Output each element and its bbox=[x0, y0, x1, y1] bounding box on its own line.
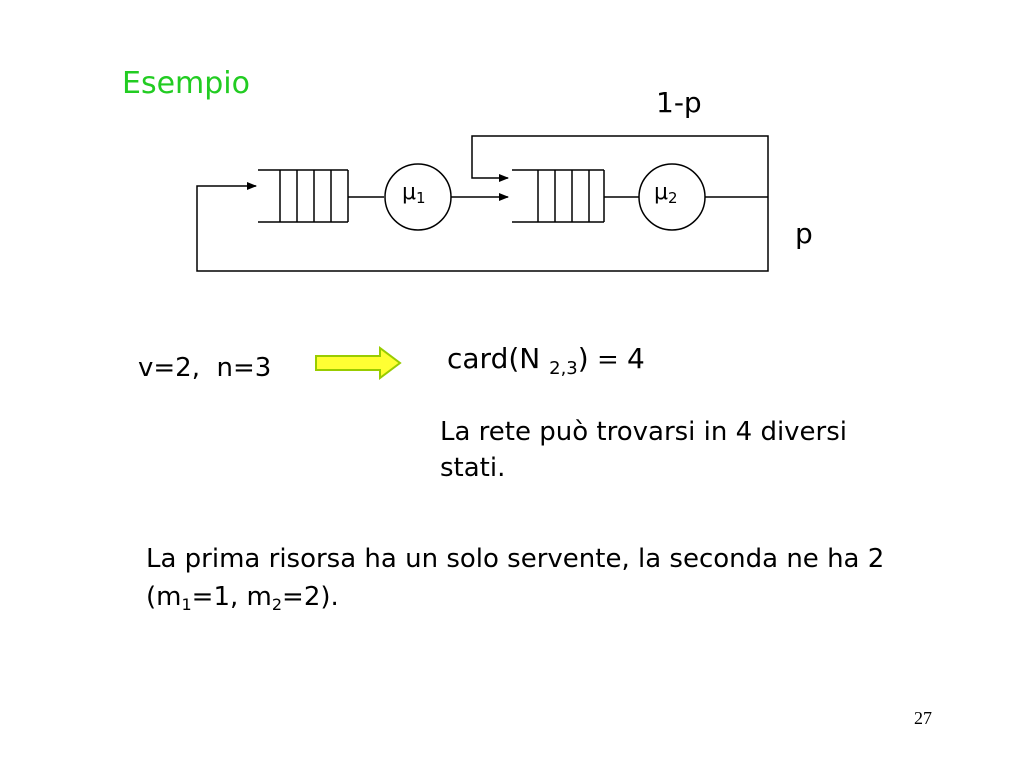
cardinality-formula: card(N 2,3) = 4 bbox=[447, 342, 645, 379]
implies-arrow-icon bbox=[315, 346, 402, 380]
parameters-text: v=2, n=3 bbox=[138, 353, 272, 383]
feedback-loop-line bbox=[471, 135, 769, 197]
queue-1-buffer bbox=[258, 169, 349, 223]
feedback-probability-label: 1-p bbox=[656, 86, 702, 119]
server-1-label: μ1 bbox=[402, 180, 426, 207]
exit-probability-label: p bbox=[795, 217, 813, 250]
return-loop-line bbox=[196, 182, 769, 272]
states-description: La rete può trovarsi in 4 diversi stati. bbox=[440, 417, 848, 483]
queue-2-buffer bbox=[512, 169, 605, 223]
servers-note: La prima risorsa ha un solo servente, la… bbox=[146, 544, 885, 614]
server-2-label: μ2 bbox=[654, 180, 678, 207]
slide-title: Esempio bbox=[122, 66, 250, 101]
page-number: 27 bbox=[914, 708, 932, 728]
